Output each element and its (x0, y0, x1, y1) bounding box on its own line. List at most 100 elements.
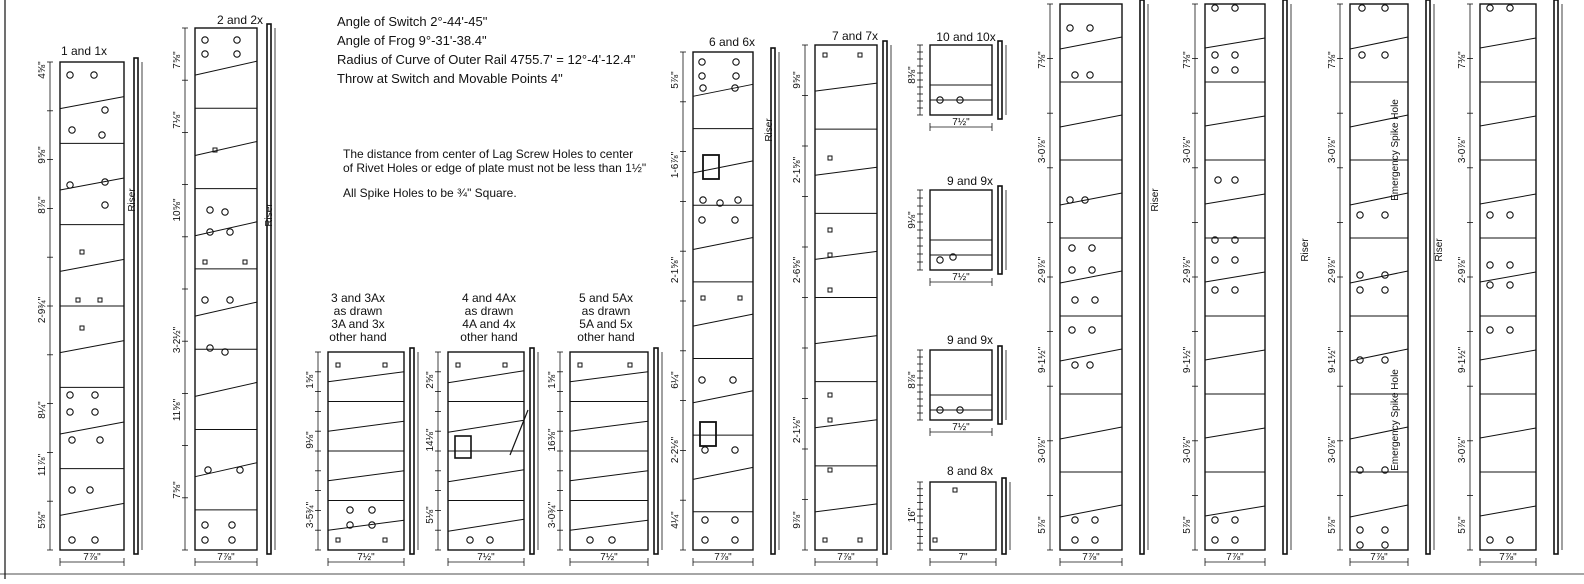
rivet-hole (206, 206, 214, 214)
rivet-hole (1068, 266, 1076, 274)
spike-hole (382, 362, 388, 368)
rail-profile (1001, 477, 1007, 555)
plate-division (327, 420, 405, 432)
dimension-label: 7⅜" (1037, 51, 1048, 69)
rivet-hole (1506, 261, 1514, 269)
rivet-hole (226, 296, 234, 304)
rivet-hole (731, 536, 739, 544)
plate-division (509, 409, 529, 456)
rivet-hole (1231, 4, 1239, 12)
rivet-hole (1211, 286, 1219, 294)
rivet-hole (1088, 244, 1096, 252)
spike-hole (857, 52, 863, 58)
rivet-hole (1211, 4, 1219, 12)
plate-division (59, 258, 125, 272)
rivet-hole (1086, 71, 1094, 79)
rivet-hole (204, 466, 212, 474)
angle-of-switch-note: Angle of Switch 2°-44'-45" (337, 14, 488, 29)
rivet-hole (66, 71, 74, 79)
rivet-hole (1381, 466, 1389, 474)
dimension-label: 9⅛" (907, 211, 918, 229)
plate-division (327, 371, 405, 383)
rivet-hole (86, 486, 94, 494)
plate-outline (692, 51, 754, 551)
rivet-hole (701, 516, 709, 524)
rivet-hole (936, 96, 944, 104)
spike-hole (952, 487, 958, 493)
rivet-hole (486, 536, 494, 544)
dimension-label: 8⅜" (907, 66, 918, 84)
spike-hole (827, 227, 833, 233)
rivet-hole (1071, 296, 1079, 304)
rivet-hole (66, 408, 74, 416)
dimension-label: 16⅜" (547, 428, 558, 451)
rivet-hole (1231, 176, 1239, 184)
spike-hole (335, 537, 341, 543)
width-dimension: 7⅞" (1082, 552, 1100, 563)
distance-note-line-2: of Rivet Holes or edge of plate must not… (343, 161, 647, 175)
plate-division (447, 518, 525, 532)
dimension-label: 7⅝" (172, 481, 183, 499)
riser-label: Riser (127, 188, 138, 212)
plate-division (194, 221, 258, 237)
plate-12: 7⅞"7⅜"3-0⅞"2-9⅞"9-1½"3-0⅞"5⅞" (1182, 0, 1292, 566)
dimension-label: 1-6⅞" (670, 151, 681, 178)
spike-hole (79, 325, 85, 331)
rivet-hole (1214, 176, 1222, 184)
rivet-hole (1486, 211, 1494, 219)
rivet-hole (732, 72, 740, 80)
rivet-hole (729, 376, 737, 384)
plate-5: 7½"1⅝"16⅜"3-0¾" (547, 347, 663, 566)
plate-division (1059, 270, 1123, 284)
distance-note-line-1: The distance from center of Lag Screw Ho… (343, 147, 634, 161)
rivet-hole (734, 196, 742, 204)
rivet-hole (221, 348, 229, 356)
plate-division (194, 140, 258, 156)
spike-hole (857, 537, 863, 543)
spike-hole (932, 537, 938, 543)
radius-note: Radius of Curve of Outer Rail 4755.7' = … (337, 52, 636, 67)
plate-division (1204, 115, 1266, 127)
rivet-hole (1086, 24, 1094, 32)
rivet-hole (98, 131, 106, 139)
rivet-hole (1091, 536, 1099, 544)
rivet-hole (608, 536, 616, 544)
dimension-label: 2-9⅞" (1037, 256, 1048, 283)
rivet-hole (1231, 236, 1239, 244)
rivet-hole (346, 521, 354, 529)
plate-1: 7⅞"4⅝"9⅝"8⅞"2-9¾"8¼"11⅞"5⅜" (36, 57, 143, 566)
plate-division (1204, 505, 1266, 517)
plate-division (692, 160, 754, 174)
dimension-label: 5⅞" (1457, 516, 1468, 534)
dimension-label: 2-9⅞" (1457, 256, 1468, 283)
plate-division (569, 519, 649, 531)
plate-7-label: 7 and 7x (831, 29, 879, 43)
plate-division (1204, 37, 1266, 49)
plate-division (1349, 426, 1409, 440)
plate-8-label: 8 and 8x (946, 464, 994, 478)
rail-profile (653, 347, 659, 555)
plate-division (1059, 36, 1123, 50)
plate-division (1479, 349, 1537, 361)
plate-division (327, 470, 405, 482)
dimension-label: 5⅞" (670, 71, 681, 89)
plate-division (814, 250, 878, 260)
rivet-hole (936, 406, 944, 414)
rivet-hole (731, 516, 739, 524)
plate-marker (454, 435, 472, 459)
dimension-label: 6¼" (669, 371, 681, 389)
rivet-hole (1211, 51, 1219, 59)
dimension-label: 1⅝" (305, 371, 316, 389)
plate-division (692, 390, 754, 404)
dimension-label: 2-9⅞" (1327, 256, 1338, 283)
rivet-hole (1231, 286, 1239, 294)
rivet-hole (466, 536, 474, 544)
rivet-hole (1486, 261, 1494, 269)
width-dimension: 7½" (600, 552, 618, 563)
dimension-label: 3-0⅞" (1327, 136, 1338, 163)
plate-9-lower: 7½"8⅞" (907, 345, 1007, 436)
rivet-hole (1356, 211, 1364, 219)
dimension-label: 7⅛" (172, 111, 183, 129)
plate-1-label: 1 and 1x (60, 44, 108, 58)
plate-division (1349, 348, 1409, 362)
